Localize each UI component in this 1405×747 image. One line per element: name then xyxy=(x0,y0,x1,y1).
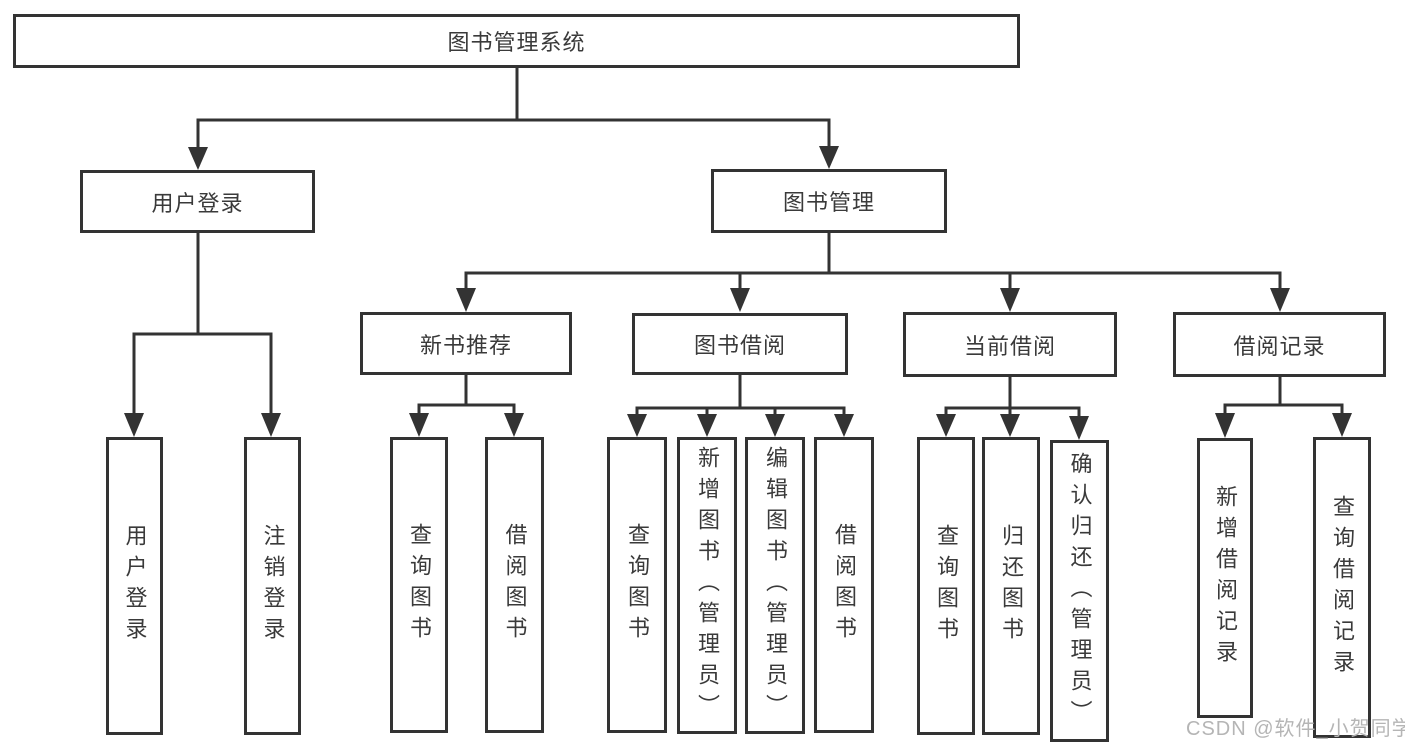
arrowhead-icon xyxy=(834,414,854,437)
node-root-system-label: 图书管理系统 xyxy=(447,30,586,55)
node-leaf-user-login-label: 用户登录 xyxy=(122,524,148,648)
node-user-login: 用户登录 xyxy=(80,170,315,233)
node-leaf-query-books-2: 查询图书 xyxy=(607,437,667,733)
node-book-management-label: 图书管理 xyxy=(782,190,875,215)
node-new-book-recommend: 新书推荐 xyxy=(360,312,572,375)
arrowhead-icon xyxy=(1000,414,1020,437)
node-leaf-query-books-2-label: 查询图书 xyxy=(625,523,650,647)
node-leaf-query-books-3-label: 查询图书 xyxy=(934,524,959,648)
arrowhead-icon xyxy=(697,414,717,437)
arrowhead-icon xyxy=(1215,413,1235,438)
arrowhead-icon xyxy=(456,288,476,312)
node-leaf-add-books-admin: 新增图书（管理员） xyxy=(677,437,737,734)
arrowhead-icon xyxy=(1270,288,1290,312)
connector-current-borrow-to-leaves xyxy=(936,377,1089,440)
node-leaf-add-books-admin-label: 新增图书（管理员） xyxy=(695,446,720,725)
node-book-borrowing-label: 图书借阅 xyxy=(693,333,786,358)
node-leaf-add-borrow-record-label: 新增借阅记录 xyxy=(1213,485,1238,671)
node-leaf-borrow-books-1: 借阅图书 xyxy=(485,437,544,733)
node-borrowing-records: 借阅记录 xyxy=(1173,312,1386,377)
node-leaf-query-books-1-label: 查询图书 xyxy=(407,523,432,647)
arrowhead-icon xyxy=(819,146,839,169)
node-book-management: 图书管理 xyxy=(711,169,947,233)
node-leaf-edit-books-admin: 编辑图书（管理员） xyxy=(745,437,805,734)
connector-borrow-record-to-leaves xyxy=(1215,377,1352,438)
node-leaf-query-books-1: 查询图书 xyxy=(390,437,448,733)
connector-book-borrow-to-leaves xyxy=(627,375,854,437)
arrowhead-icon xyxy=(504,413,524,437)
arrowhead-icon xyxy=(261,413,281,437)
node-leaf-logout: 注销登录 xyxy=(244,437,301,735)
node-leaf-borrow-books-2-label: 借阅图书 xyxy=(832,523,857,647)
node-leaf-user-login: 用户登录 xyxy=(106,437,163,735)
arrowhead-icon xyxy=(1332,413,1352,437)
node-root-system: 图书管理系统 xyxy=(13,14,1020,68)
node-leaf-borrow-books-1-label: 借阅图书 xyxy=(502,523,528,647)
node-borrowing-records-label: 借阅记录 xyxy=(1233,333,1326,359)
node-leaf-return-books: 归还图书 xyxy=(982,437,1040,735)
node-leaf-confirm-return-admin: 确认归还（管理员） xyxy=(1050,440,1109,742)
node-leaf-logout-label: 注销登录 xyxy=(260,524,286,648)
arrowhead-icon xyxy=(936,414,956,437)
watermark: CSDN @软件_小贺同学 xyxy=(1186,718,1405,740)
node-leaf-query-borrow-record-label: 查询借阅记录 xyxy=(1330,494,1355,681)
connector-root-to-level2 xyxy=(188,68,839,170)
arrowhead-icon xyxy=(765,414,785,437)
node-leaf-add-borrow-record: 新增借阅记录 xyxy=(1197,438,1253,718)
connector-user-login-to-leaves xyxy=(124,233,281,437)
connector-new-book-to-leaves xyxy=(409,375,524,437)
node-new-book-recommend-label: 新书推荐 xyxy=(419,332,512,358)
arrowhead-icon xyxy=(124,413,144,437)
node-leaf-query-borrow-record: 查询借阅记录 xyxy=(1313,437,1371,738)
arrowhead-icon xyxy=(1069,416,1089,440)
node-current-borrowing-label: 当前借阅 xyxy=(963,333,1056,359)
node-leaf-query-books-3: 查询图书 xyxy=(917,437,975,735)
node-user-login-label: 用户登录 xyxy=(151,190,244,216)
arrowhead-icon xyxy=(627,414,647,437)
node-leaf-confirm-return-admin-label: 确认归还（管理员） xyxy=(1067,451,1093,731)
node-leaf-edit-books-admin-label: 编辑图书（管理员） xyxy=(763,446,788,725)
node-current-borrowing: 当前借阅 xyxy=(903,312,1117,377)
arrowhead-icon xyxy=(1000,288,1020,312)
arrowhead-icon xyxy=(188,147,208,170)
connector-book-mgmt-to-level3 xyxy=(456,233,1290,312)
node-book-borrowing: 图书借阅 xyxy=(632,313,848,375)
arrowhead-icon xyxy=(409,413,429,437)
arrowhead-icon xyxy=(730,288,750,312)
node-leaf-borrow-books-2: 借阅图书 xyxy=(814,437,874,733)
node-leaf-return-books-label: 归还图书 xyxy=(999,524,1024,648)
